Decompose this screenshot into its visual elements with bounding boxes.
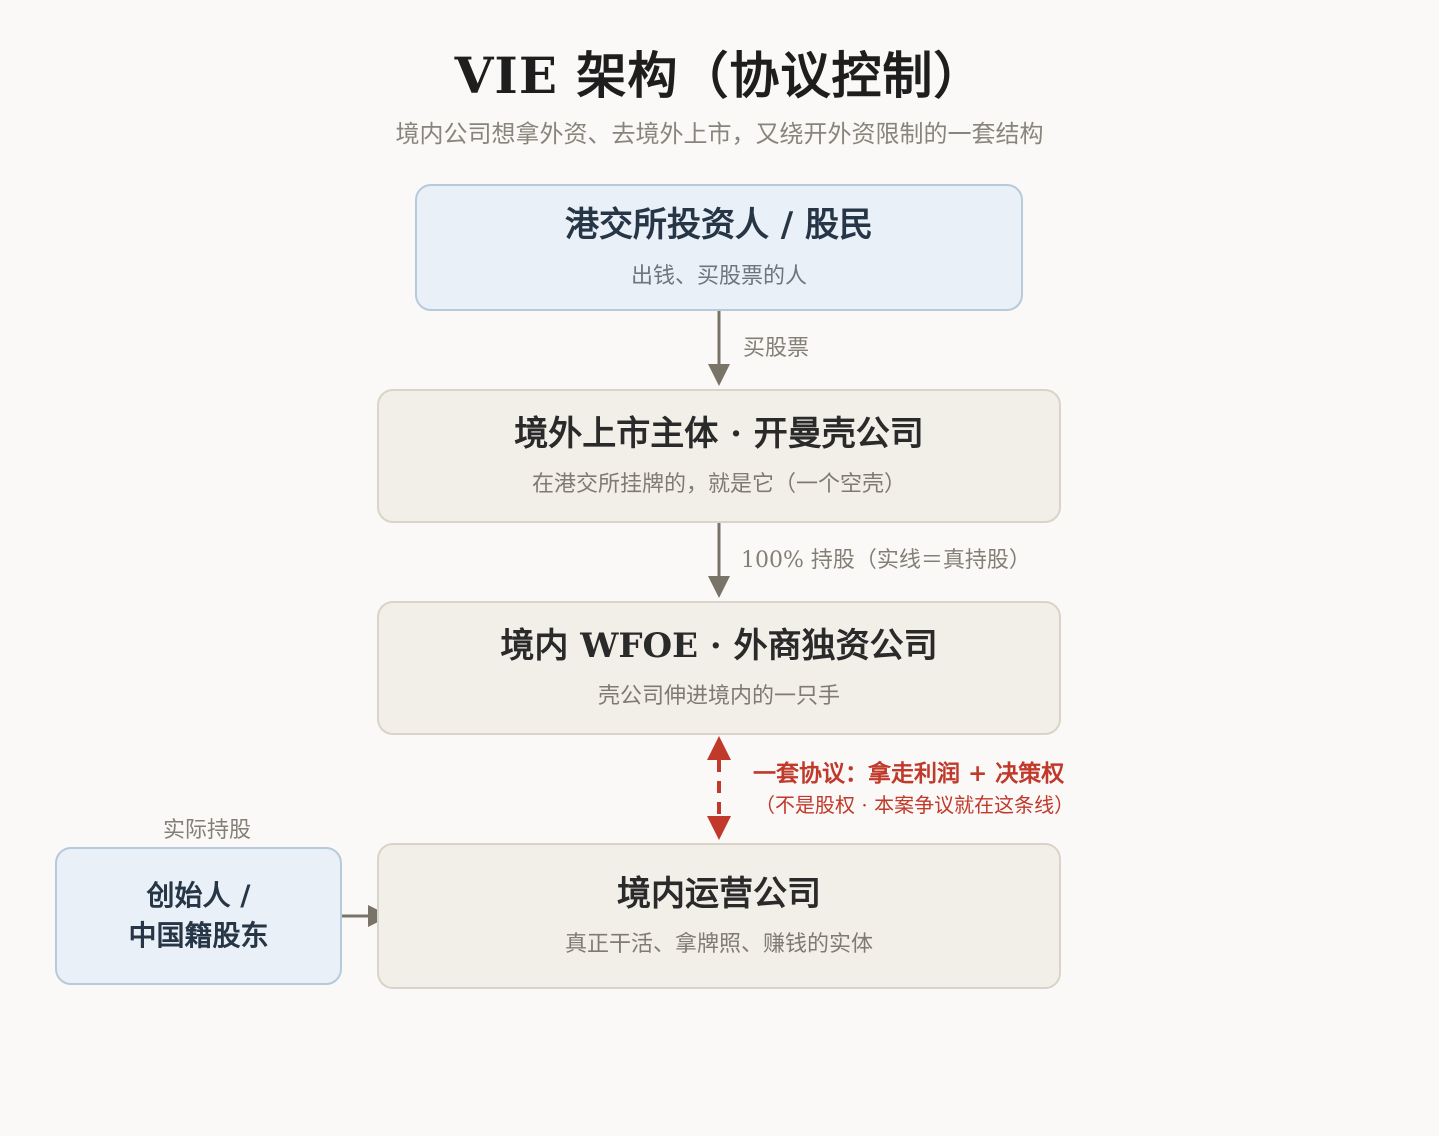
node-founder-line2: 中国籍股东 [128,919,269,952]
node-operating-company: 境内运营公司 真正干活、拿牌照、赚钱的实体 [377,843,1061,989]
edge-label-full-ownership: 100% 持股（实线＝真持股） [741,548,1031,573]
node-offshore-sub: 在港交所挂牌的，就是它（一个空壳） [531,472,906,498]
node-investors: 港交所投资人 / 股民 出钱、买股票的人 [415,184,1023,311]
ownership-arrow-head [708,576,730,598]
node-wfoe-sub: 壳公司伸进境内的一只手 [597,684,840,710]
node-opco-title: 境内运营公司 [617,873,821,914]
edge-label-buy-shares: 买股票 [743,336,810,361]
node-investors-sub: 出钱、买股票的人 [630,263,807,289]
agreement-arrow-head-up [707,736,731,760]
node-investors-title: 港交所投资人 / 股民 [564,205,874,246]
agreement-arrow-head-down [707,816,731,840]
node-opco-sub: 真正干活、拿牌照、赚钱的实体 [564,932,873,958]
node-offshore-title: 境外上市主体 · 开曼壳公司 [514,413,924,454]
diagram-subtitle: 境内公司想拿外资、去境外上市，又绕开外资限制的一套结构 [395,120,1044,148]
node-founder: 创始人 / 中国籍股东 [55,847,342,985]
diagram-title: VIE 架构（协议控制） [454,46,985,105]
edge-label-actual-holding: 实际持股 [163,818,252,843]
node-wfoe-title: 境内 WFOE · 外商独资公司 [500,625,938,666]
edge-label-agreement-note: （不是股权 · 本案争议就在这条线） [755,793,1075,817]
node-wfoe: 境内 WFOE · 外商独资公司 壳公司伸进境内的一只手 [377,601,1061,735]
node-founder-line1: 创始人 / [146,879,251,912]
edge-label-agreement: 一套协议：拿走利润 + 决策权 [753,760,1065,787]
buy-shares-arrow-head [708,364,730,386]
node-offshore-entity: 境外上市主体 · 开曼壳公司 在港交所挂牌的，就是它（一个空壳） [377,389,1061,523]
